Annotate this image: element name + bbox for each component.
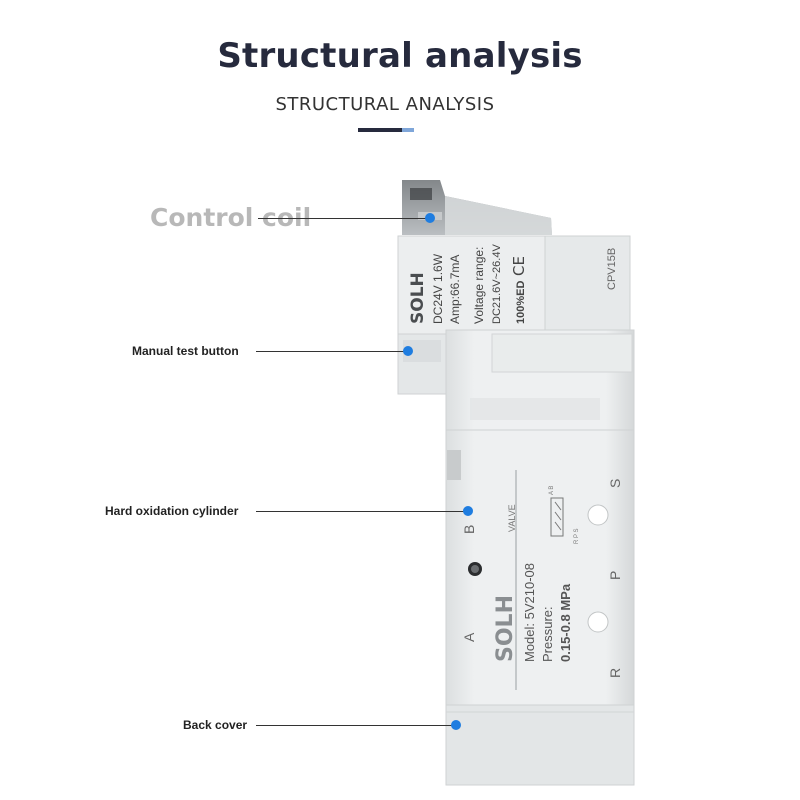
port-r-label: R	[607, 668, 623, 678]
ce-mark-text: CE	[510, 256, 528, 276]
callout-line-manual-test-button	[256, 351, 408, 352]
body-brand-text: SOLH	[493, 595, 518, 662]
coil-voltage-title-text: Voltage range:	[472, 247, 486, 324]
coil-spec-2-text: Amp:66.7mA	[448, 255, 462, 324]
callout-label-manual-test-button: Manual test button	[132, 344, 239, 358]
callout-label-hard-oxidation-cylinder: Hard oxidation cylinder	[105, 504, 239, 518]
port-b-label: B	[461, 525, 477, 534]
port-p-label: P	[607, 571, 623, 580]
symbol-top-ports-text: A B	[549, 486, 555, 495]
back-cover	[445, 704, 635, 786]
callout-dot-back-cover	[451, 720, 461, 730]
page-subtitle: STRUCTURAL ANALYSIS	[275, 94, 495, 115]
coil-brand-text: SOLH	[408, 272, 428, 324]
coil-model-text: CPV15B	[606, 248, 618, 290]
coil-voltage-value-text: DC21.6V~26.4V	[491, 244, 503, 324]
callout-dot-manual-test-button	[403, 346, 413, 356]
body-model-text: Model: 5V210-08	[522, 563, 537, 662]
body-valve-word-text: VALVE	[507, 504, 517, 532]
callout-label-control-coil: Control coil	[150, 203, 312, 232]
coil-cap	[402, 180, 552, 235]
symbol-bottom-ports-text: R P S	[574, 528, 580, 544]
body-pressure-title-text: Pressure:	[540, 606, 555, 662]
callout-dot-control-coil	[425, 213, 435, 223]
port-a-label: A	[461, 632, 477, 642]
callout-line-control-coil	[258, 218, 430, 219]
coil-duty-text: 100%ED	[515, 281, 527, 324]
port-s-label: S	[607, 479, 623, 488]
manual-button-block	[397, 333, 447, 395]
callout-dot-hard-oxidation-cylinder	[463, 506, 473, 516]
valve-main-body	[445, 429, 635, 706]
body-pressure-value-text: 0.15-0.8 MPa	[558, 583, 573, 662]
pilot-head	[445, 329, 635, 431]
callout-label-back-cover: Back cover	[183, 718, 248, 732]
page-title: Structural analysis	[217, 36, 583, 76]
title-underline	[358, 128, 412, 132]
coil-body	[397, 235, 631, 335]
coil-spec-1-text: DC24V 1.6W	[431, 253, 445, 324]
callout-line-back-cover	[256, 725, 456, 726]
title-underline-accent	[402, 128, 414, 132]
callout-line-hard-oxidation-cylinder	[256, 511, 468, 512]
